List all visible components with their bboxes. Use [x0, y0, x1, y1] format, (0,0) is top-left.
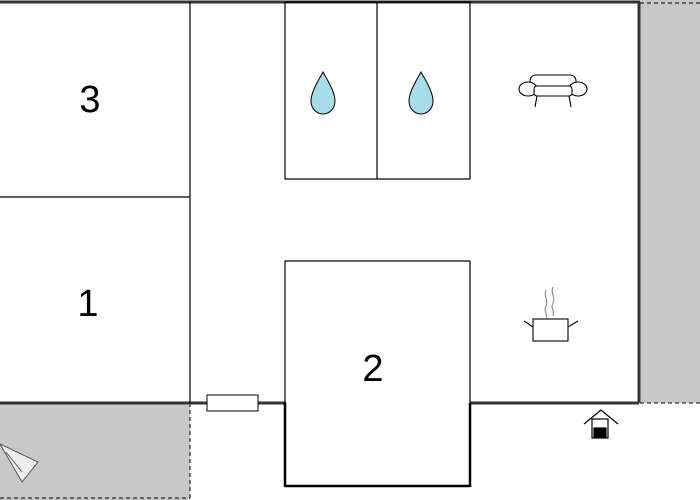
window [206, 394, 259, 412]
water-drop-icon [310, 70, 336, 115]
terrace-chair-detail [5, 451, 23, 473]
water-drop-icon [408, 70, 434, 115]
sofa-icon [518, 74, 588, 108]
terrace-right [640, 0, 700, 403]
room-1-label: 1 [77, 283, 98, 325]
terrace-bottom-left [0, 403, 190, 500]
terrace-chair-icon [0, 443, 39, 483]
room-2-label: 2 [362, 348, 383, 390]
room-3-label: 3 [79, 79, 100, 121]
entrance-icon [583, 409, 619, 439]
cooking-pot-icon [523, 286, 579, 342]
